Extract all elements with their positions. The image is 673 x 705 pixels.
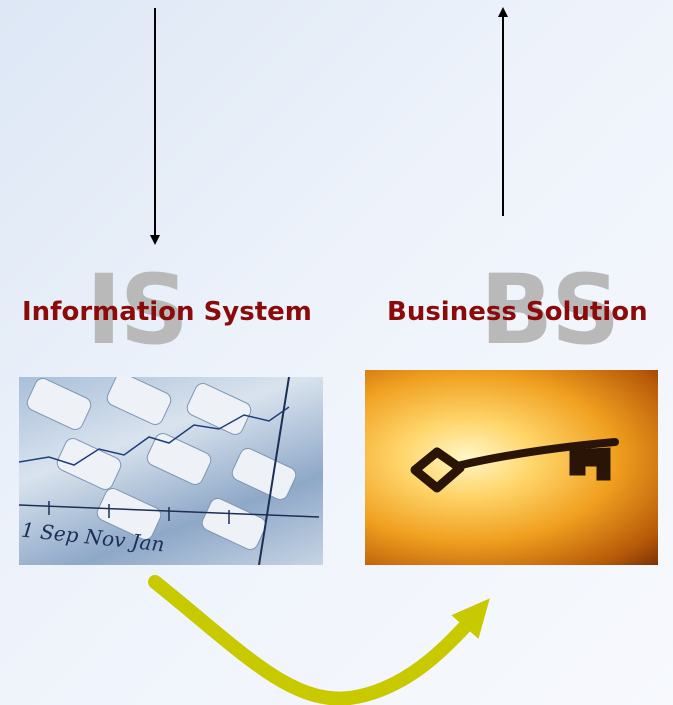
is-abbrev: IS bbox=[86, 254, 189, 366]
curved-arrow-icon bbox=[148, 575, 490, 705]
keyboard-chart-graphic bbox=[19, 377, 320, 565]
keyboard-chart-photo: 1 Sep Nov Jan bbox=[19, 377, 323, 565]
bs-abbrev: BS bbox=[480, 254, 620, 366]
key-icon bbox=[410, 438, 619, 493]
information-system-label: Information System bbox=[22, 297, 312, 327]
business-solution-label: Business Solution bbox=[387, 297, 648, 327]
golden-key-photo bbox=[365, 370, 658, 565]
